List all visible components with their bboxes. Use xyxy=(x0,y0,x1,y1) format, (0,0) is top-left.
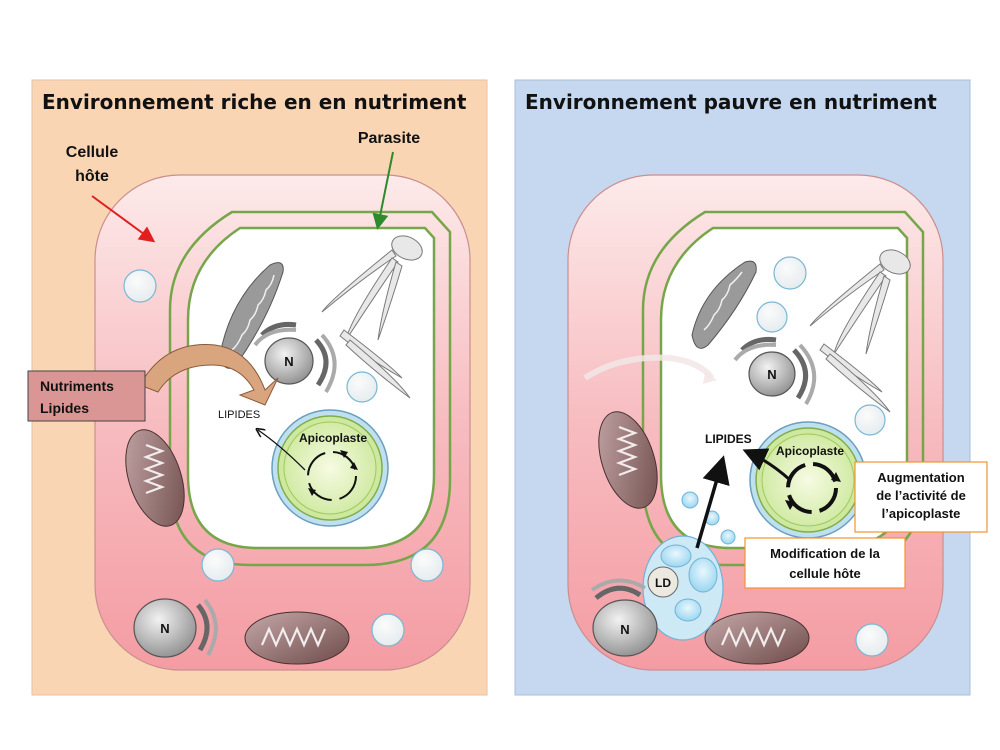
left-panel: Environnement riche en en nutriment xyxy=(27,79,488,696)
right-panel: Environnement pauvre en nutriment N xyxy=(514,79,988,696)
host-mitochondrion xyxy=(598,411,658,509)
host-vesicle xyxy=(371,613,405,647)
lipids-label: LIPIDES xyxy=(218,409,260,421)
host-vesicle xyxy=(123,269,157,303)
parasite-nucleus xyxy=(748,351,796,397)
rhoptries xyxy=(321,235,423,399)
host-vesicle xyxy=(756,301,788,333)
host-nucleus-group: N xyxy=(590,578,658,657)
parasite-pointer xyxy=(372,151,394,230)
lipid-droplet: LD xyxy=(642,491,736,641)
host-mitochondrion xyxy=(704,611,810,665)
left-panel-title: Environnement riche en en nutriment xyxy=(42,90,467,114)
host-nucleus xyxy=(592,599,658,657)
parasite-outer-membrane xyxy=(168,210,452,567)
parasite-vesicle xyxy=(854,404,886,436)
lipids-arrow xyxy=(258,430,306,471)
faded-uptake-arrow xyxy=(583,354,715,381)
parasite-label: Parasite xyxy=(358,130,420,147)
parasite-mitochondrion xyxy=(691,260,757,349)
host-modification-line2: cellule hôte xyxy=(789,566,861,581)
nutrients-box xyxy=(27,370,146,422)
apicoplast-activity-line2: de l’activité de xyxy=(876,488,966,503)
apicoplast-cycle-icon xyxy=(307,451,357,501)
parasite-nucleus xyxy=(264,337,314,385)
host-vesicle xyxy=(773,256,807,290)
host-mitochondrion xyxy=(125,429,185,527)
host-nucleus xyxy=(133,598,197,658)
lipids-arrow xyxy=(742,448,792,482)
apicoplast-label: Apicoplaste xyxy=(776,444,844,458)
apicoplast-activity-line1: Augmentation xyxy=(877,470,964,485)
ld-to-lipids-arrow xyxy=(695,455,730,549)
nutrients-label: Nutriments xyxy=(40,378,114,394)
nutrient-uptake-arrow xyxy=(139,344,279,406)
rhoptries xyxy=(809,249,911,413)
apicoplast-activity-box xyxy=(854,461,988,533)
parasite-nucleus-label: N xyxy=(767,367,776,382)
apicoplast-label: Apicoplaste xyxy=(299,431,367,445)
host-cell-label: Cellule xyxy=(66,144,119,161)
apicoplast: Apicoplaste xyxy=(271,409,389,527)
host-vesicle xyxy=(201,548,235,582)
lipids-box-label: Lipides xyxy=(40,400,89,416)
host-modification-line1: Modification de la xyxy=(770,546,881,561)
parasite-vesicle xyxy=(346,371,378,403)
host-modification-box xyxy=(744,537,906,589)
apicoplast-cycle-icon xyxy=(786,462,838,514)
apicoplast: Apicoplaste xyxy=(749,421,867,539)
parasite-nucleus-group: N xyxy=(733,337,817,406)
host-vesicle xyxy=(855,623,889,657)
host-cell-label-2: hôte xyxy=(75,168,109,185)
host-vesicle xyxy=(410,548,444,582)
right-panel-title: Environnement pauvre en nutriment xyxy=(525,90,937,114)
host-nucleus-group: N xyxy=(133,598,218,658)
lipid-droplet-label: LD xyxy=(655,576,671,590)
parasite-nucleus-label: N xyxy=(284,354,293,369)
host-nucleus-label: N xyxy=(160,621,169,636)
host-cell-pointer xyxy=(91,195,156,243)
host-mitochondrion xyxy=(244,611,350,665)
apicoplast-activity-line3: l’apicoplaste xyxy=(882,506,961,521)
host-nucleus-label: N xyxy=(620,622,629,637)
parasite-nucleus-group: N xyxy=(253,322,337,394)
lipids-label: LIPIDES xyxy=(705,432,752,446)
